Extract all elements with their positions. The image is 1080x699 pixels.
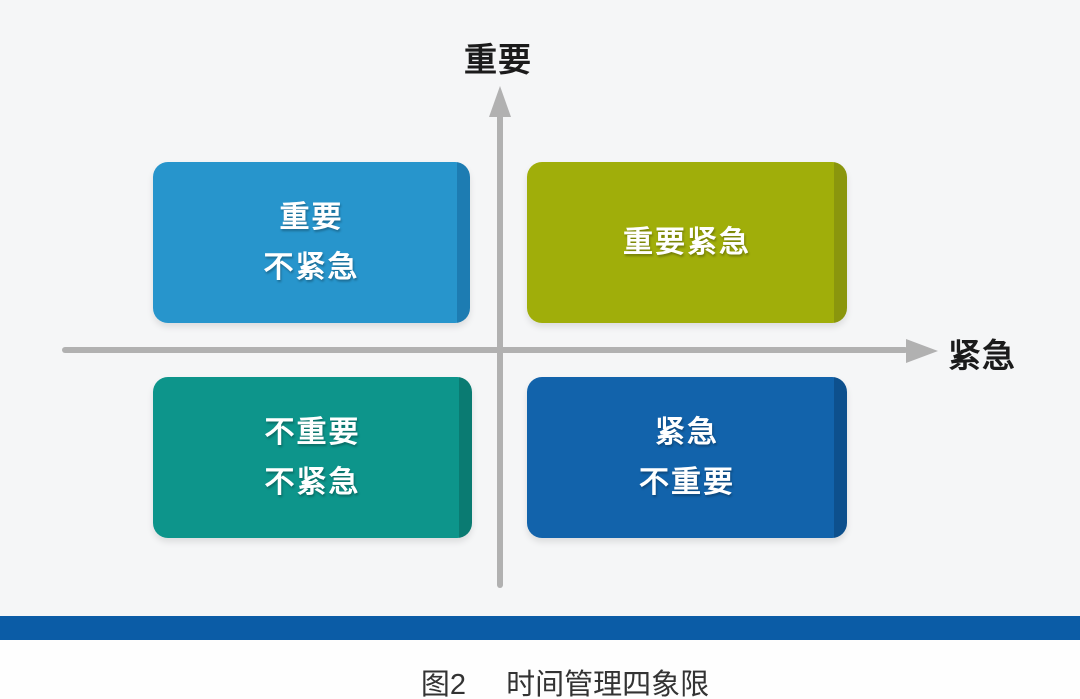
figure-caption-number: 图2 <box>420 669 467 699</box>
quadrant-label-line: 不紧急 <box>264 465 361 499</box>
figure-caption: 图2 时间管理四象限 <box>25 661 1080 699</box>
divider-bar <box>0 616 1080 640</box>
quadrant-label-line: 不紧急 <box>263 250 360 284</box>
quadrant-label-line: 不重要 <box>264 416 361 449</box>
quadrant-card-urgent-not-important: 紧急 不重要 <box>527 377 847 538</box>
quadrant-label-line: 重要 <box>279 201 344 234</box>
caption-background <box>0 640 1080 699</box>
x-axis-label: 紧急 <box>948 337 1016 374</box>
y-axis-arrow-icon <box>489 86 511 117</box>
x-axis-arrow-icon <box>906 339 938 363</box>
quadrant-label-line: 紧急 <box>655 416 719 449</box>
quadrant-card-important-not-urgent: 重要 不紧急 <box>153 162 470 323</box>
quadrant-card-important-urgent: 重要紧急 <box>527 162 847 323</box>
quadrant-label-line: 不重要 <box>639 465 735 499</box>
y-axis-line <box>497 96 503 588</box>
y-axis-label: 重要 <box>464 41 532 78</box>
quadrant-card-not-important-not-urgent: 不重要 不紧急 <box>153 377 472 538</box>
quadrant-label-line: 重要紧急 <box>623 225 751 259</box>
x-axis-line <box>62 347 908 353</box>
figure-caption-title: 时间管理四象限 <box>506 669 710 699</box>
